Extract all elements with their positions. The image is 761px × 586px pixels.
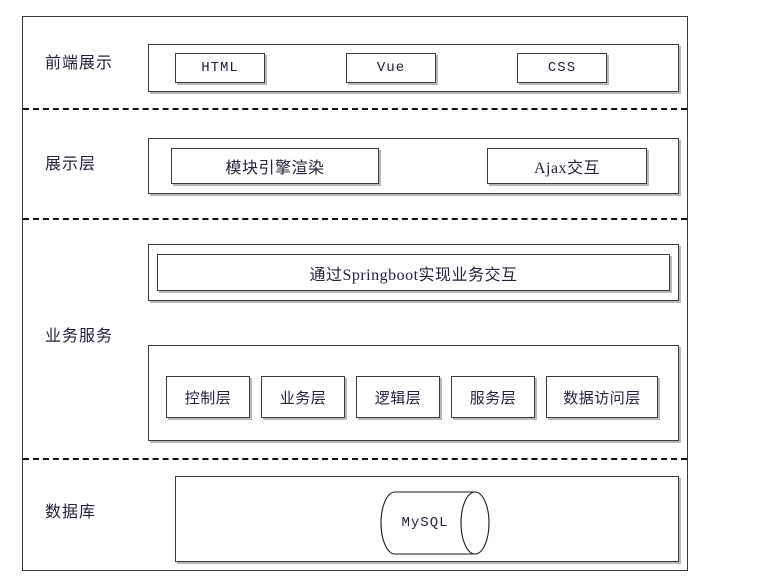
business-sub-box-data-access[interactable]: 数据访问层: [546, 376, 658, 418]
tech-box-css[interactable]: CSS: [517, 53, 607, 83]
layer-divider-3: [23, 458, 687, 460]
tech-box-html[interactable]: HTML: [175, 53, 265, 83]
layer-label-business-service: 业务服务: [45, 328, 114, 345]
layer-business-service: 业务服务 通过Springboot实现业务交互 控制层 业务层 逻辑层 服务层 …: [23, 218, 687, 458]
layer-presentation: 展示层 模块引擎渲染 Ajax交互: [23, 108, 687, 218]
business-sub-box-logic[interactable]: 逻辑层: [356, 376, 440, 418]
database-cylinder-mysql[interactable]: MySQL: [373, 488, 497, 558]
architecture-diagram: 前端展示 HTML Vue CSS 展示层 模块引擎渲染 Ajax交互 业务服务…: [22, 16, 688, 571]
tech-box-vue[interactable]: Vue: [346, 53, 436, 83]
layer-divider-2: [23, 218, 687, 220]
business-sub-box-business[interactable]: 业务层: [261, 376, 345, 418]
layer-divider-1: [23, 108, 687, 110]
business-sub-box-controller[interactable]: 控制层: [166, 376, 250, 418]
presentation-box-ajax[interactable]: Ajax交互: [487, 148, 647, 184]
layer-label-database: 数据库: [45, 504, 97, 521]
layer-label-presentation: 展示层: [45, 156, 97, 173]
presentation-box-template-engine[interactable]: 模块引擎渲染: [171, 148, 379, 184]
cylinder-shape-icon: [380, 491, 490, 555]
layer-label-frontend-display: 前端展示: [45, 55, 114, 72]
business-sub-box-service[interactable]: 服务层: [451, 376, 535, 418]
layer-frontend-display: 前端展示 HTML Vue CSS: [23, 17, 687, 108]
layer-database: 数据库 MySQL: [23, 458, 687, 572]
business-box-springboot[interactable]: 通过Springboot实现业务交互: [157, 254, 670, 291]
